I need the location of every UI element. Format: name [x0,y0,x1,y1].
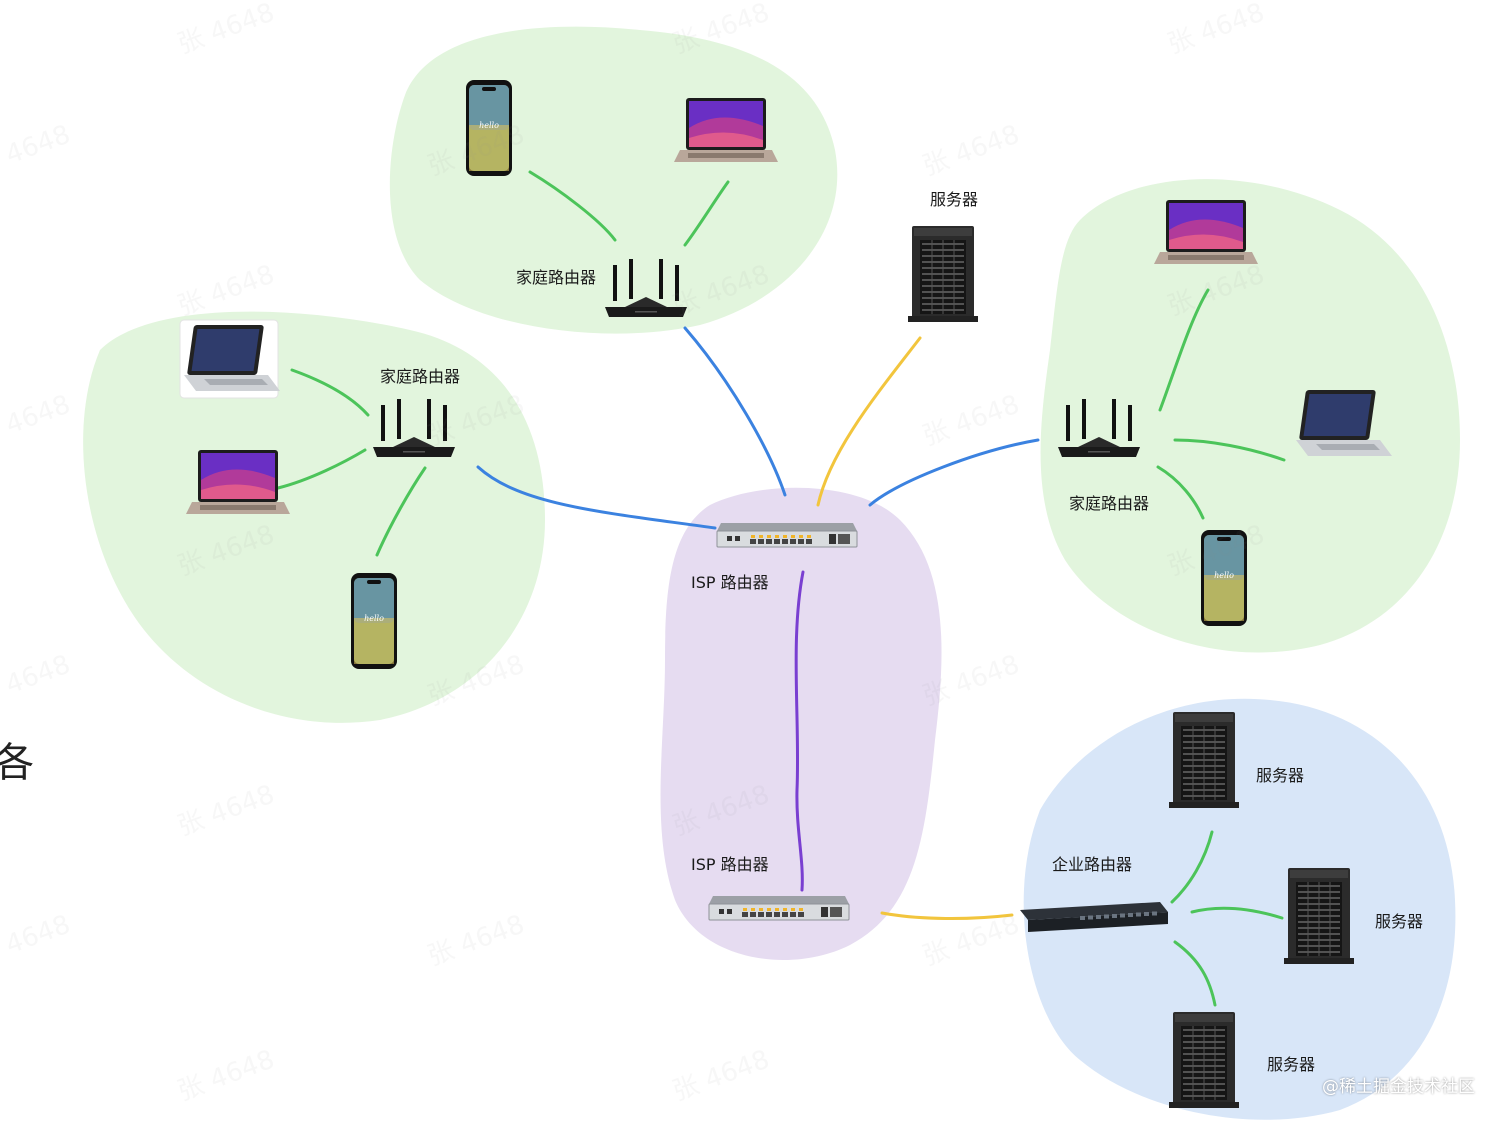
link-right-phone [1156,465,1205,520]
link-top-phone [528,170,617,242]
laptop-icon [1154,200,1258,264]
link-right-laptop2 [1173,438,1286,462]
tower-server-icon [1168,1011,1240,1109]
smartphone-icon [351,573,397,669]
rack-router-icon [716,522,858,548]
link-isp-to-isp [794,570,805,892]
server-label-ent-2: 服务器 [1375,912,1424,931]
server-label-ent-3: 服务器 [1267,1055,1316,1074]
home-region-right [1040,179,1460,653]
links [276,170,1286,1007]
link-enterprise-server2 [1190,906,1284,920]
link-right-laptop1 [1158,288,1210,412]
link-left-laptop2 [276,448,367,490]
link-isp-to-enterprise [880,911,1014,921]
tower-server-icon [907,225,979,323]
isp-router-label-1: ISP 路由器 [691,573,769,592]
isp-router-label-2: ISP 路由器 [691,855,769,874]
isp-region [660,487,942,960]
link-right-router-to-isp [868,438,1040,507]
tower-server-icon [1168,711,1240,809]
link-server-to-isp [816,336,922,507]
enterprise-router-label: 企业路由器 [1052,855,1133,874]
tower-server-icon [1283,867,1355,965]
link-enterprise-server1 [1170,830,1214,904]
server-label-ent-1: 服务器 [1256,766,1305,785]
home-router-label-left: 家庭路由器 [380,367,461,386]
laptop-icon [186,450,290,514]
home-router-label-top: 家庭路由器 [516,268,597,287]
link-top-laptop [683,180,730,247]
link-left-phone [375,466,427,557]
server-label-top: 服务器 [930,190,979,209]
laptop-card [179,319,280,399]
laptop-icon [674,98,778,162]
footer-watermark: @稀土掘金技术社区 [1322,1077,1475,1097]
regions [83,26,1460,1120]
home-router-label-right: 家庭路由器 [1069,494,1150,513]
rack-router-icon [708,895,850,921]
cropped-side-text: 各 [0,740,34,786]
link-enterprise-server3 [1173,940,1217,1007]
link-left-router-to-isp [476,465,717,530]
link-left-laptop1 [290,368,370,417]
link-top-router-to-isp [683,326,787,497]
